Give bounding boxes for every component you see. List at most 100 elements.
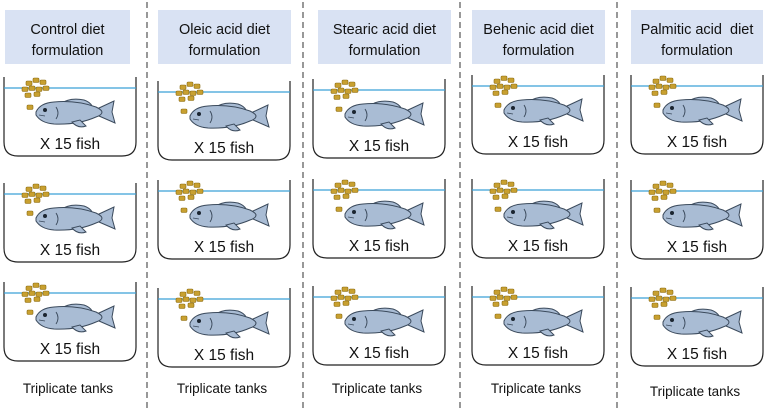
food-pellet xyxy=(510,187,518,193)
fish-eye xyxy=(43,108,47,112)
fish-tank: X 15 fish xyxy=(630,287,764,367)
tank-outline xyxy=(312,286,446,366)
fish-icon xyxy=(503,307,584,337)
tank-outline xyxy=(630,180,764,260)
tank-outline xyxy=(157,180,291,260)
food-pellet xyxy=(492,301,500,307)
fish-icon xyxy=(189,201,270,231)
fish-mouth xyxy=(347,116,355,119)
food-pellet xyxy=(503,295,511,301)
food-pellet xyxy=(178,96,186,102)
food-pellet xyxy=(496,294,504,300)
fish-gill xyxy=(55,212,59,226)
fish-mouth xyxy=(506,216,514,219)
food-pellet xyxy=(179,183,187,189)
fish-tank: X 15 fish xyxy=(157,180,291,260)
fish-count-label: X 15 fish xyxy=(667,346,727,363)
food-pellet xyxy=(178,303,186,309)
food-pellet xyxy=(662,296,670,302)
food-pellet xyxy=(28,85,36,91)
fish-tank: X 15 fish xyxy=(630,180,764,260)
food-pellet xyxy=(510,83,518,89)
tank-outline xyxy=(312,179,446,259)
food-pellet xyxy=(187,302,195,308)
food-pellet xyxy=(21,192,29,198)
fish-icon xyxy=(344,307,425,337)
food-pellet xyxy=(32,77,40,83)
food-pellet xyxy=(333,301,341,307)
fish-eye xyxy=(511,317,515,321)
food-pellet xyxy=(334,182,342,188)
food-pellet xyxy=(335,106,343,112)
tank-outline xyxy=(3,183,137,263)
food-pellet xyxy=(42,191,50,197)
diet-header-box xyxy=(5,10,130,64)
diet-column-4: Behenic acid diet formulation X 15 fish X 1… xyxy=(471,10,605,396)
fish-eye xyxy=(352,110,356,114)
fish-eye xyxy=(511,106,515,110)
food-pellet xyxy=(333,94,341,100)
diet-header-line1: Control diet xyxy=(30,22,104,38)
food-pellet xyxy=(669,83,677,89)
food-pellet xyxy=(653,314,661,320)
food-pellet xyxy=(660,89,668,95)
diet-header-box xyxy=(318,10,451,64)
fish-icon xyxy=(344,200,425,230)
food-pellet xyxy=(26,210,34,216)
food-pellet xyxy=(494,102,502,108)
fish-icon xyxy=(344,100,425,130)
food-pellet xyxy=(655,188,663,194)
fish-eye xyxy=(670,106,674,110)
fish-icon xyxy=(503,96,584,126)
food-pellets xyxy=(330,286,359,319)
food-pellet xyxy=(179,84,187,90)
fish-gill xyxy=(55,311,59,325)
diet-header-box xyxy=(631,10,763,64)
diet-header-box xyxy=(472,10,605,64)
fish-mouth xyxy=(347,216,355,219)
food-pellet xyxy=(653,207,661,213)
diet-header-line1: Palmitic acid diet xyxy=(641,22,754,38)
tank-outline xyxy=(471,179,605,259)
fish-tank: X 15 fish xyxy=(157,288,291,368)
food-pellet xyxy=(334,289,342,295)
fish-tank: X 15 fish xyxy=(471,179,605,259)
food-pellets xyxy=(648,180,677,213)
fish-count-label: X 15 fish xyxy=(194,140,254,157)
food-pellets xyxy=(489,179,518,212)
fish-tank: X 15 fish xyxy=(471,75,605,155)
food-pellet xyxy=(32,282,40,288)
fish-icon xyxy=(662,96,743,126)
fish-count-label: X 15 fish xyxy=(508,345,568,362)
fish-gill xyxy=(364,208,368,222)
food-pellet xyxy=(494,206,502,212)
fish-mouth xyxy=(192,217,200,220)
food-pellet xyxy=(39,284,47,290)
fish-gill xyxy=(209,209,213,223)
fish-tank: X 15 fish xyxy=(3,282,137,362)
food-pellet xyxy=(351,294,359,300)
food-pellet xyxy=(35,291,43,297)
food-pellet xyxy=(180,108,188,114)
food-pellet xyxy=(507,77,515,83)
fish-eye xyxy=(670,211,674,215)
food-pellet xyxy=(659,180,667,186)
food-pellet xyxy=(662,189,670,195)
fish-icon xyxy=(662,201,743,231)
food-pellet xyxy=(507,288,515,294)
food-pellet xyxy=(182,188,190,194)
fish-count-label: X 15 fish xyxy=(508,134,568,151)
food-pellets xyxy=(21,282,50,315)
food-pellets xyxy=(21,77,50,110)
food-pellet xyxy=(659,75,667,81)
diet-header-line1: Behenic acid diet xyxy=(483,22,593,38)
triplicate-tanks-label: Triplicate tanks xyxy=(491,381,582,396)
food-pellet xyxy=(348,81,356,87)
diet-header-line2: formulation xyxy=(503,43,575,59)
food-pellet xyxy=(189,297,197,303)
diet-header-line2: formulation xyxy=(661,43,733,59)
